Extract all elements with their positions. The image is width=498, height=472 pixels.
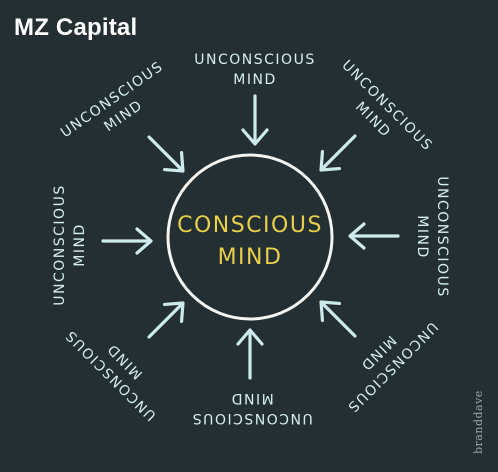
arrow-bottom-right [310, 291, 366, 347]
outer-label-bottom-line2: MIND [230, 390, 273, 406]
brand-title: MZ Capital [14, 14, 138, 41]
outer-label-left-line1: UNCONSCIOUS [52, 184, 68, 305]
arrow-left [101, 227, 153, 255]
outer-label-bottom-left-line1: UNCONSCIOUS [62, 326, 159, 423]
unconscious-label-left: UNCONSCIOUS MIND [52, 184, 88, 305]
arrow-bottom-left [138, 292, 194, 348]
arrow-top [241, 94, 269, 146]
arrow-top-left [138, 126, 194, 182]
conscious-mind-circle [166, 153, 334, 321]
center-label-line1: CONSCIOUS [177, 213, 323, 238]
branddave-watermark: branddave [472, 390, 485, 454]
outer-label-right-line2: MIND [414, 215, 430, 258]
unconscious-label-bottom: UNCONSCIOUS MIND [191, 390, 312, 426]
arrow-right [348, 222, 400, 250]
arrow-bottom [236, 328, 264, 380]
outer-label-right-line1: UNCONSCIOUS [434, 176, 450, 297]
unconscious-label-top: UNCONSCIOUS MIND [194, 52, 315, 88]
outer-label-top-line1: UNCONSCIOUS [194, 52, 315, 68]
center-label-line2: MIND [218, 245, 283, 270]
outer-label-bottom-right-line1: UNCONSCIOUS [343, 318, 440, 415]
outer-label-left-line2: MIND [72, 223, 88, 266]
unconscious-label-top-left: UNCONSCIOUS MIND [58, 58, 167, 141]
unconscious-label-right: UNCONSCIOUS MIND [414, 176, 450, 297]
unconscious-label-bottom-right: UNCONSCIOUS MIND [343, 318, 440, 415]
outer-label-bottom-line1: UNCONSCIOUS [191, 410, 312, 426]
arrow-top-right [310, 125, 366, 181]
outer-label-top-line2: MIND [233, 72, 276, 88]
